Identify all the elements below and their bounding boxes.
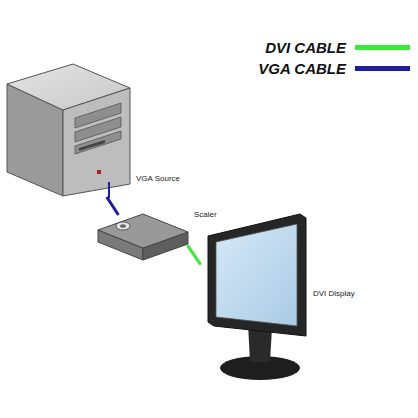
legend-swatch bbox=[355, 45, 410, 50]
cable-legend: DVI CABLE VGA CABLE bbox=[258, 37, 410, 79]
device-node: Scaler bbox=[98, 214, 188, 260]
device-label: Scaler bbox=[193, 210, 218, 220]
legend-text: VGA CABLE bbox=[258, 60, 346, 77]
dvi-monitor bbox=[208, 214, 306, 380]
cable-connector bbox=[188, 246, 200, 263]
device-node: DVI Display bbox=[200, 212, 308, 384]
pc-tower bbox=[7, 64, 130, 198]
legend-row: DVI CABLE bbox=[258, 37, 410, 58]
scaler-box bbox=[98, 214, 188, 260]
device-node: VGA Source bbox=[5, 62, 133, 198]
cable-connector bbox=[107, 198, 117, 214]
legend-text: DVI CABLE bbox=[265, 39, 346, 56]
device-label: VGA Source bbox=[135, 174, 181, 184]
legend-row: VGA CABLE bbox=[258, 58, 410, 79]
device-label: DVI Display bbox=[312, 289, 356, 299]
legend-swatch bbox=[355, 66, 410, 71]
